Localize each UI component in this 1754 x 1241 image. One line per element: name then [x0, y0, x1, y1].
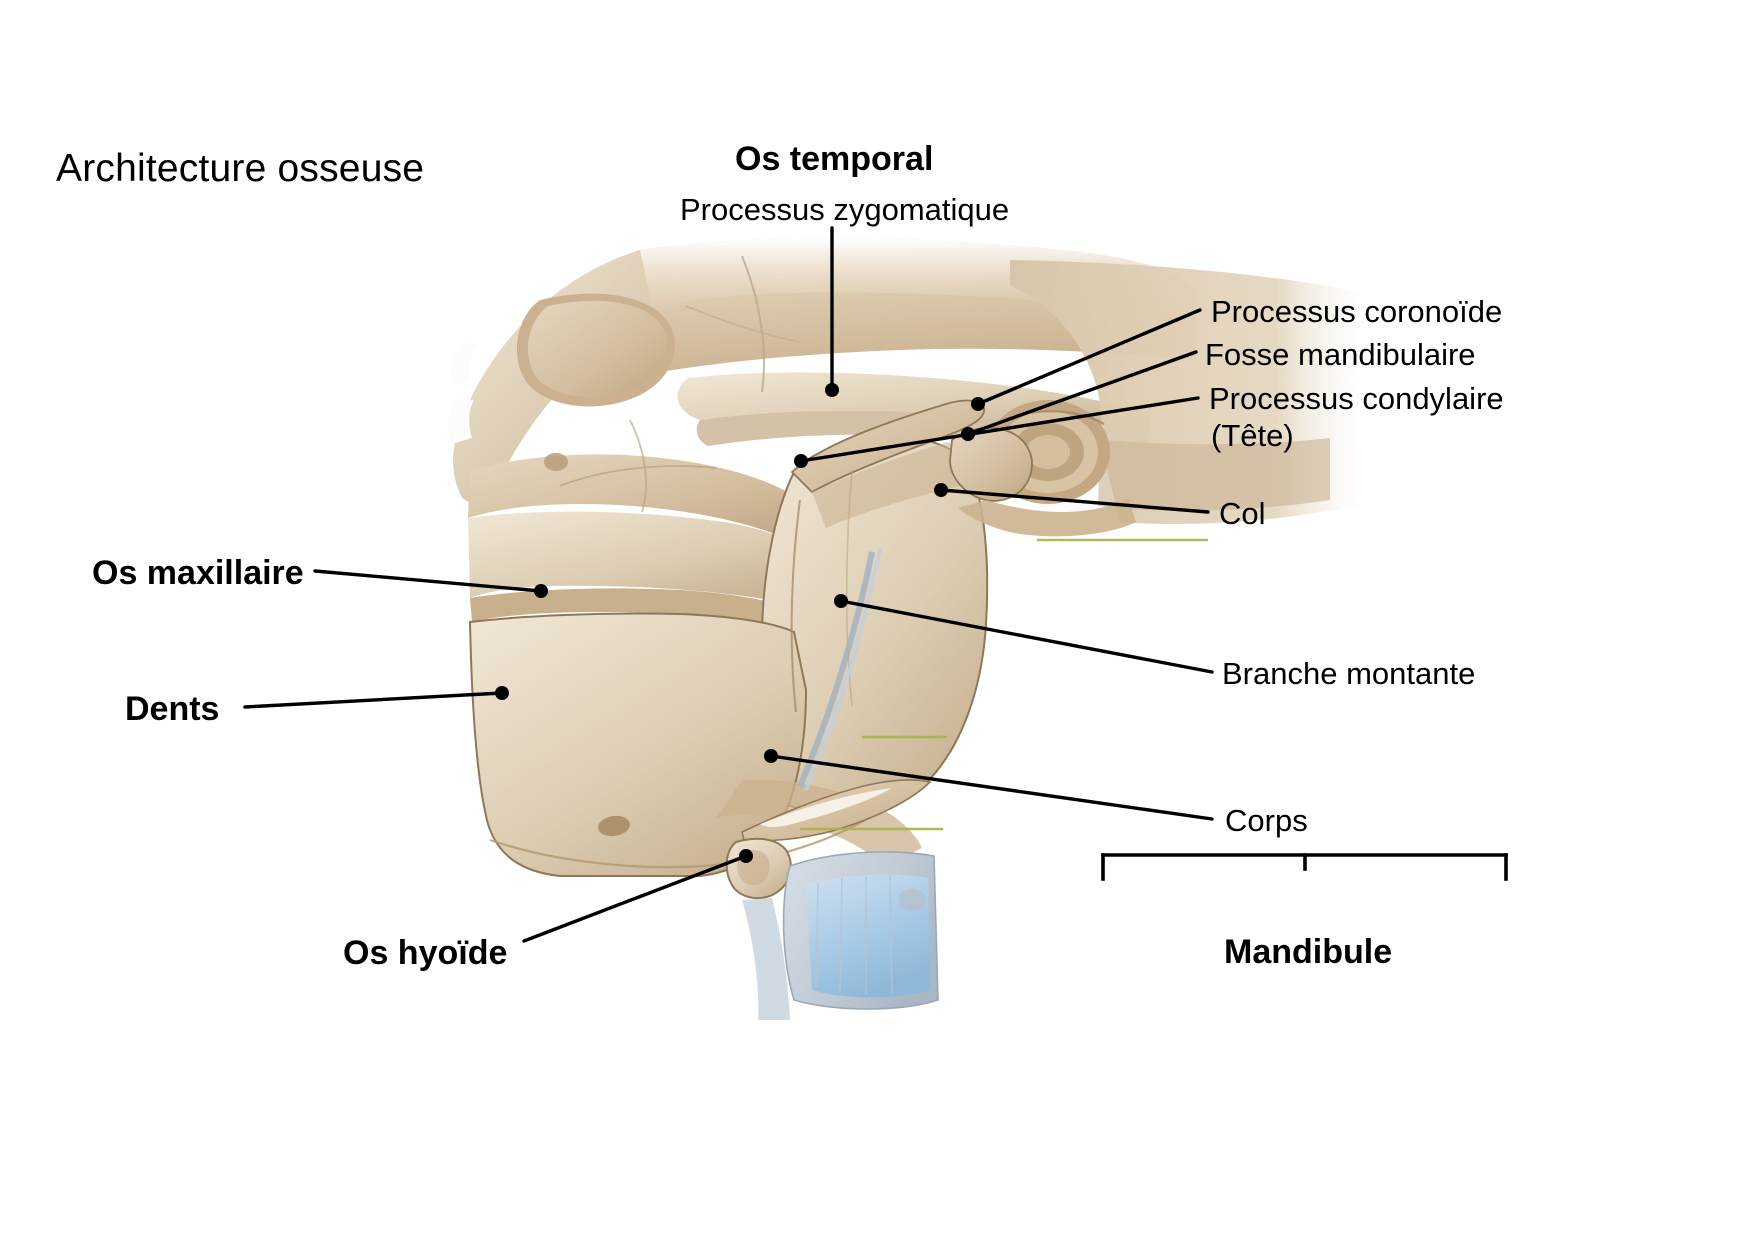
leader-dots [495, 383, 985, 863]
maxilla-group [468, 511, 806, 628]
hyoid-group [725, 837, 939, 1020]
mandibule-bracket [1101, 853, 1508, 881]
leader-lines [243, 226, 1214, 943]
teeth-group [485, 614, 801, 715]
label-mandibule: Mandibule [1224, 933, 1393, 971]
label-os-maxillaire: Os maxillaire [92, 554, 304, 592]
label-dents: Dents [125, 690, 220, 728]
leader-os-maxillaire [313, 569, 543, 593]
leader-os-hyoide [522, 854, 748, 943]
label-branche-montante: Branche montante [1222, 656, 1476, 691]
leader-processus-coronoide [976, 308, 1202, 406]
leader-arcade-temporal [799, 396, 1200, 463]
label-processus-zygomatique: Processus zygomatique [680, 192, 1010, 227]
label-processus-coronoide: Processus coronoïde [1211, 294, 1503, 329]
label-os-temporal: Os temporal [735, 140, 934, 178]
label-os-hyoide: Os hyoïde [343, 934, 508, 972]
leader-fosse-mandibulaire [966, 350, 1198, 436]
mandible-group [468, 399, 1136, 877]
label-tete: (Tête) [1211, 418, 1294, 453]
leader-col [939, 488, 1210, 514]
leader-branche-montante [839, 599, 1214, 674]
label-fosse-mandibulaire: Fosse mandibulaire [1205, 337, 1476, 372]
green-reference-lines [800, 538, 1208, 831]
leader-corps [769, 754, 1214, 821]
page-title: Architecture osseuse [56, 147, 425, 190]
label-col: Col [1219, 496, 1266, 531]
label-corps: Corps [1225, 803, 1308, 838]
mandibular-fossa [985, 400, 1110, 504]
leader-dents [243, 691, 504, 709]
label-processus-condylaire: Processus condylaire [1209, 381, 1504, 416]
